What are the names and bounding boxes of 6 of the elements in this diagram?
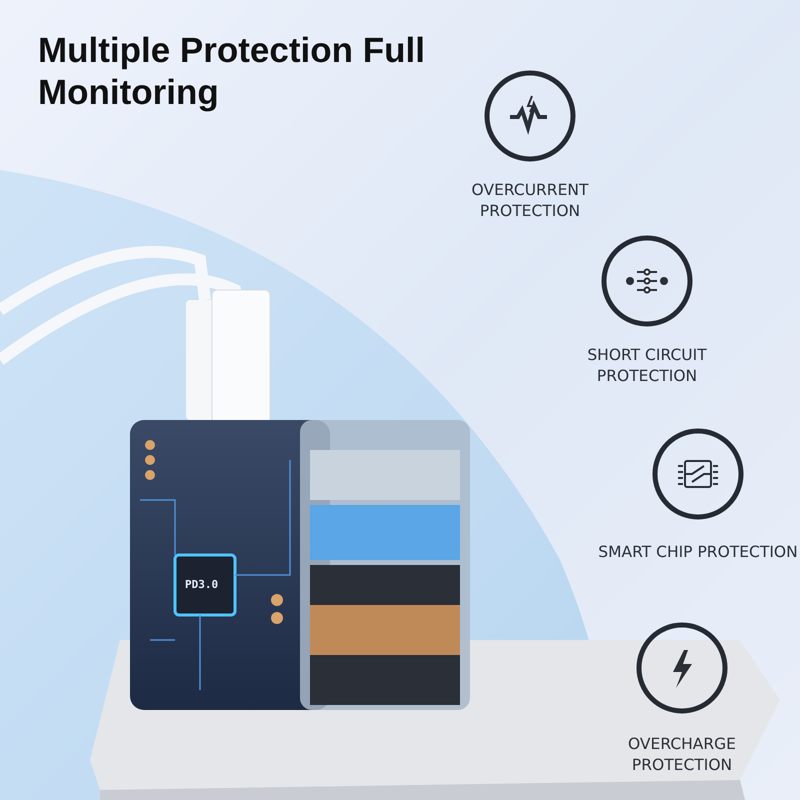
- feature-label: OVERCHARGE PROTECTION: [627, 734, 737, 776]
- feature-label: SMART CHIP PROTECTION: [598, 542, 798, 563]
- title: Multiple Protection Full Monitoring: [38, 30, 426, 114]
- chip-label: PD3.0: [185, 578, 218, 591]
- feature-label: SHORT CIRCUIT PROTECTION: [586, 345, 708, 387]
- feature-label: OVERCURRENT PROTECTION: [470, 180, 590, 222]
